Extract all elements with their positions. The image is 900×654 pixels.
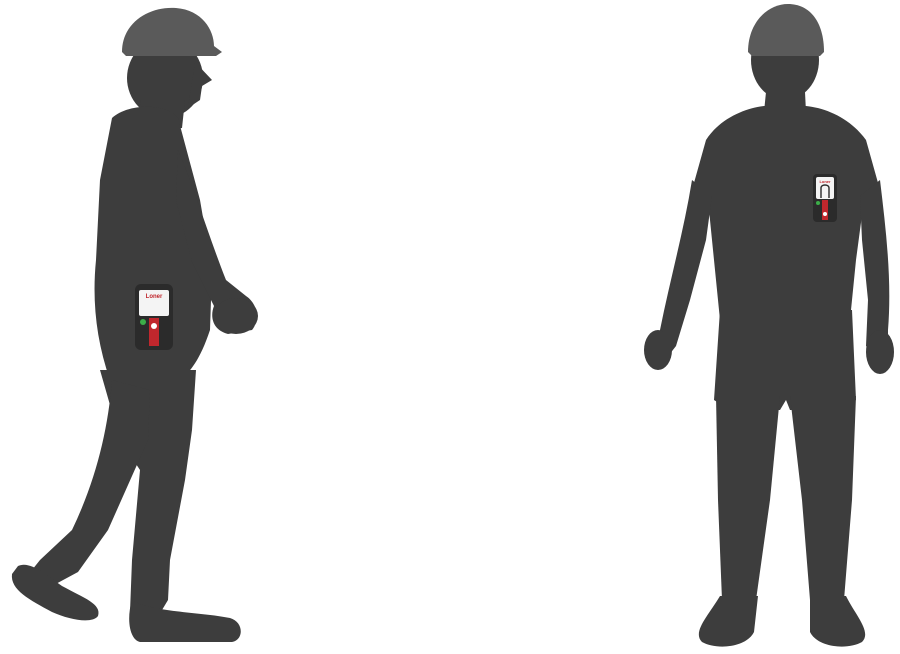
walking-worker-silhouette: Loner bbox=[0, 0, 300, 654]
device-logo-hip: Loner bbox=[146, 294, 163, 300]
sos-button-icon bbox=[151, 323, 157, 329]
loner-device-chest: Loner bbox=[813, 174, 837, 222]
device-logo-chest: Loner bbox=[819, 179, 831, 184]
standing-worker-silhouette: Loner bbox=[630, 0, 900, 654]
check-icon bbox=[140, 319, 146, 325]
walking-worker-hard-hat bbox=[122, 8, 222, 56]
walking-worker-body bbox=[12, 38, 258, 642]
sos-button-icon-chest bbox=[823, 212, 827, 216]
standing-worker-hard-hat bbox=[748, 4, 824, 56]
standing-worker-body bbox=[644, 20, 894, 647]
loner-device-hip: Loner bbox=[135, 284, 173, 350]
check-icon-chest bbox=[816, 201, 820, 205]
